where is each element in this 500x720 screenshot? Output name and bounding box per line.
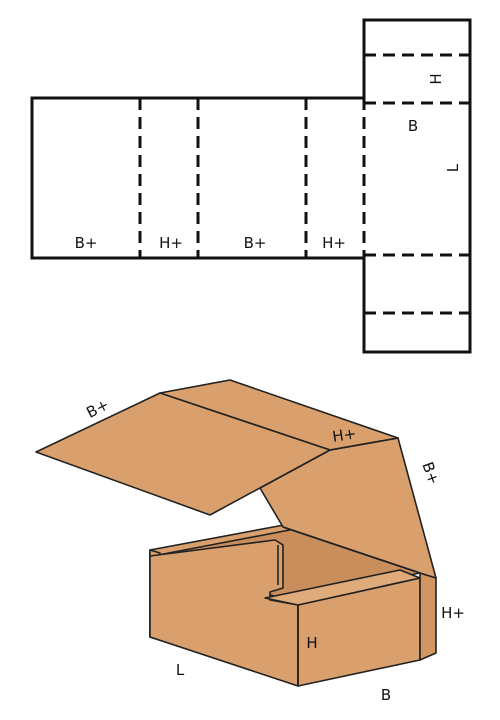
box-fold-line-1 [329,437,399,451]
flat-label-b: B [408,117,418,135]
box-label-width: B [381,686,391,704]
flat-label-h-plus-1: H+ [159,234,183,252]
flat-label-b-plus-1: B+ [75,234,98,252]
box-front-wall-face [149,539,299,687]
flat-label-l: L [444,163,462,172]
flat-label-b-plus-2: B+ [244,234,267,252]
flat-label-h-plus-2: H+ [322,234,346,252]
flat-pattern: B+ H+ B+ H+ H B L [30,18,472,354]
box-label-lid-fold: H+ [331,424,357,446]
box-label-height: H [306,634,317,652]
box-label-lid-side: B+ [418,459,443,487]
box-fold-line-2 [282,526,421,574]
box-label-end-height: H+ [441,604,465,622]
box-end-flap [419,572,437,661]
box-3d: B+ H+ B+ H+ H L B [35,379,465,704]
box-label-length: L [176,661,185,679]
flat-label-h: H [427,73,445,84]
flat-pattern-outline [30,18,472,354]
